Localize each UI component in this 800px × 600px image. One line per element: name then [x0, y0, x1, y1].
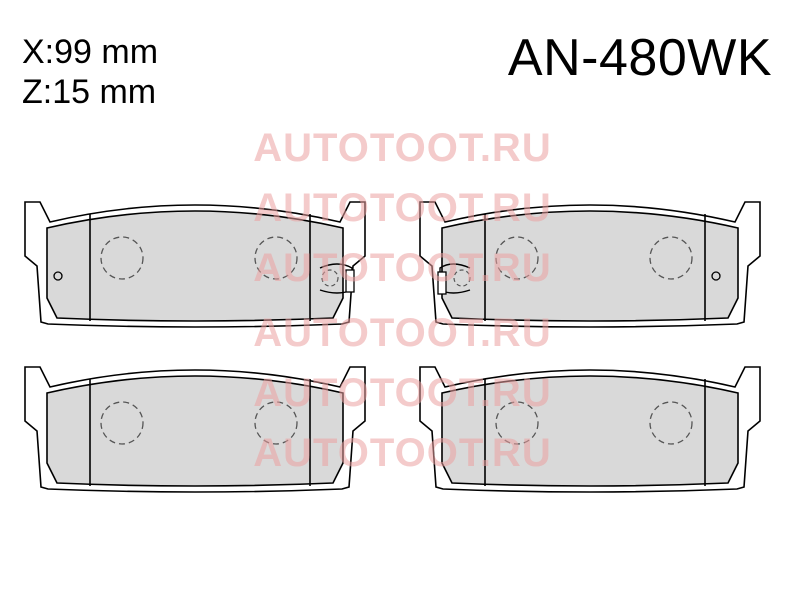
dimension-specs: X:99 mm Z:15 mm — [22, 32, 158, 112]
wear-indicator-clip — [437, 263, 471, 295]
part-number: AN-480WK — [507, 29, 772, 87]
x-dimension-label: X:99 mm — [22, 33, 159, 71]
brake-pad-bottom-left — [24, 366, 366, 493]
brake-pad-top-left — [24, 201, 366, 328]
brake-pad-top-right — [419, 201, 761, 328]
brake-pad-bottom-right — [419, 366, 761, 493]
wear-indicator-clip — [319, 263, 355, 294]
z-dimension-label: Z:15 mm — [22, 73, 157, 111]
